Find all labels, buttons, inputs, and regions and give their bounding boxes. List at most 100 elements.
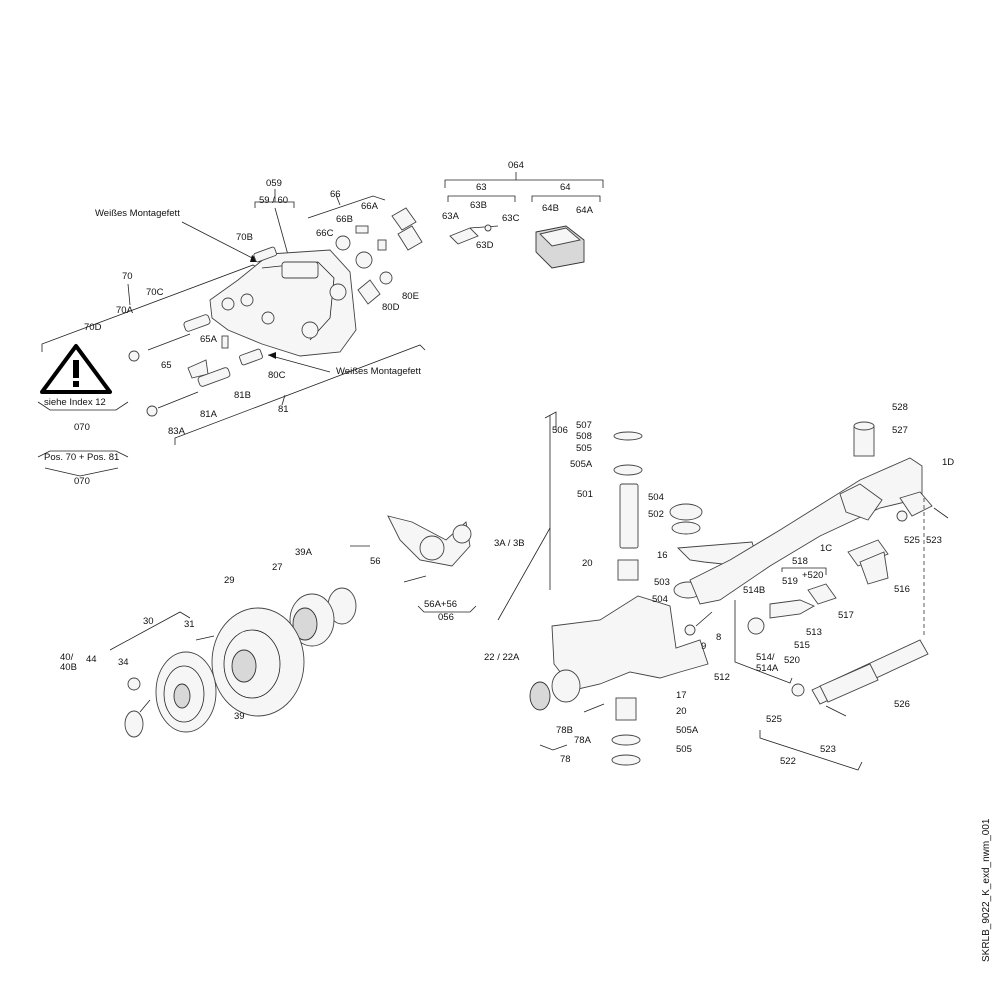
- label-070-a: 070: [74, 422, 90, 433]
- label-522: 522: [780, 756, 796, 767]
- label-1C: 1C: [820, 543, 832, 554]
- label-505-a: 505: [576, 443, 592, 454]
- label-31: 31: [184, 619, 195, 630]
- label-070-b: 070: [74, 476, 90, 487]
- label-525-b: 525: [766, 714, 782, 725]
- label-516: 516: [894, 584, 910, 595]
- label-064: 064: [508, 160, 524, 171]
- label-plus-520: +520: [802, 570, 823, 581]
- label-63D: 63D: [476, 240, 494, 251]
- label-16: 16: [657, 550, 668, 561]
- label-27: 27: [272, 562, 283, 573]
- label-059: 059: [266, 178, 282, 189]
- label-30: 30: [143, 616, 154, 627]
- label-514A: 514A: [756, 663, 779, 674]
- label-507: 507: [576, 420, 592, 431]
- label-80D: 80D: [382, 302, 400, 313]
- axle-beam: [689, 421, 949, 717]
- label-64B: 64B: [542, 203, 559, 214]
- label-3A-3B: 3A / 3B: [494, 538, 525, 549]
- label-17: 17: [676, 690, 687, 701]
- label-63: 63: [476, 182, 487, 193]
- steering-knuckle: [529, 431, 761, 766]
- wheel-hub-and-disc: [124, 515, 472, 738]
- brake-pad-assembly: [449, 224, 585, 269]
- label-508: 508: [576, 431, 592, 442]
- label-grease-1: Weißes Montagefett: [95, 208, 180, 219]
- label-526: 526: [894, 699, 910, 710]
- label-9: 9: [701, 641, 706, 652]
- label-44: 44: [86, 654, 97, 665]
- label-70D: 70D: [84, 322, 102, 333]
- label-519: 519: [782, 576, 798, 587]
- label-64: 64: [560, 182, 571, 193]
- label-514: 514/: [756, 652, 775, 663]
- label-514B: 514B: [743, 585, 765, 596]
- label-70A: 70A: [116, 305, 134, 316]
- label-056: 056: [438, 612, 454, 623]
- label-81A: 81A: [200, 409, 218, 420]
- warning-triangle-icon: [40, 344, 112, 394]
- label-505-b: 505: [676, 744, 692, 755]
- label-506: 506: [552, 425, 568, 436]
- drawing-id: SKRLB_9022_K_exd_nwm_001: [981, 818, 992, 962]
- label-505A-a: 505A: [570, 459, 593, 470]
- label-527: 527: [892, 425, 908, 436]
- label-503: 503: [654, 577, 670, 588]
- label-78A: 78A: [574, 735, 592, 746]
- label-39A: 39A: [295, 547, 313, 558]
- label-70C: 70C: [146, 287, 164, 298]
- label-512: 512: [714, 672, 730, 683]
- leader-lines: [37, 172, 863, 771]
- label-63C: 63C: [502, 213, 520, 224]
- label-39: 39: [234, 711, 245, 722]
- label-29: 29: [224, 575, 235, 586]
- label-517: 517: [838, 610, 854, 621]
- label-520: 520: [784, 655, 800, 666]
- label-66: 66: [330, 189, 341, 200]
- label-505A-b: 505A: [676, 725, 699, 736]
- label-80E: 80E: [402, 291, 419, 302]
- label-80C: 80C: [268, 370, 286, 381]
- label-504-a: 504: [648, 492, 664, 503]
- label-523-b: 523: [820, 744, 836, 755]
- label-22-22A: 22 / 22A: [484, 652, 520, 663]
- part-labels: 064 63 64 63A 63B 63C 63D 64B 64A 059 59…: [44, 160, 954, 767]
- label-56: 56: [370, 556, 381, 567]
- label-20-b: 20: [676, 706, 687, 717]
- label-78: 78: [560, 754, 571, 765]
- label-70B: 70B: [236, 232, 253, 243]
- label-523-a: 523: [926, 535, 942, 546]
- label-513: 513: [806, 627, 822, 638]
- label-66B: 66B: [336, 214, 353, 225]
- label-83A: 83A: [168, 426, 186, 437]
- brake-caliper: [128, 207, 423, 417]
- label-66C: 66C: [316, 228, 334, 239]
- label-59-60: 59 / 60: [259, 195, 288, 206]
- label-pos-70-81: Pos. 70 + Pos. 81: [44, 452, 119, 463]
- label-525-a: 525: [904, 535, 920, 546]
- label-502: 502: [648, 509, 664, 520]
- label-70: 70: [122, 271, 133, 282]
- label-78B: 78B: [556, 725, 573, 736]
- label-siehe-index: siehe Index 12: [44, 397, 106, 408]
- label-8: 8: [716, 632, 721, 643]
- label-40: 40/: [60, 652, 74, 663]
- label-528: 528: [892, 402, 908, 413]
- label-81B: 81B: [234, 390, 251, 401]
- label-grease-2: Weißes Montagefett: [336, 366, 421, 377]
- label-65: 65: [161, 360, 172, 371]
- label-64A: 64A: [576, 205, 594, 216]
- label-66A: 66A: [361, 201, 379, 212]
- label-504-b: 504: [652, 594, 668, 605]
- label-34: 34: [118, 657, 129, 668]
- label-501: 501: [577, 489, 593, 500]
- label-63A: 63A: [442, 211, 460, 222]
- label-81: 81: [278, 404, 289, 415]
- label-40B: 40B: [60, 662, 77, 673]
- label-20-a: 20: [582, 558, 593, 569]
- label-63B: 63B: [470, 200, 487, 211]
- label-518: 518: [792, 556, 808, 567]
- label-65A: 65A: [200, 334, 218, 345]
